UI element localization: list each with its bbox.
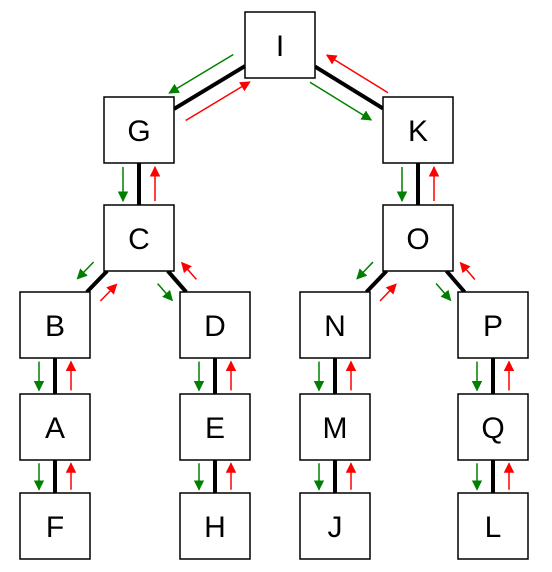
node-box	[382, 204, 454, 272]
node-label: M	[323, 412, 348, 445]
node-box	[179, 291, 251, 359]
node-box	[19, 291, 91, 359]
node-p: P	[457, 291, 529, 359]
node-box	[19, 492, 91, 560]
edge-O-P	[444, 269, 467, 294]
node-box	[457, 492, 529, 560]
node-k: K	[382, 96, 454, 164]
node-label: K	[408, 115, 428, 148]
node-label: E	[205, 412, 225, 445]
node-i: I	[244, 11, 316, 79]
node-box	[299, 291, 371, 359]
node-g: G	[103, 96, 175, 164]
node-label: P	[483, 310, 503, 343]
up-arrow-P-O	[459, 261, 476, 280]
edge-I-K	[313, 64, 385, 111]
node-d: D	[179, 291, 251, 359]
node-a: A	[19, 393, 91, 461]
node-box	[103, 204, 175, 272]
down-arrow-C-B	[76, 261, 95, 280]
node-n: N	[299, 291, 371, 359]
node-box	[457, 393, 529, 461]
node-label: G	[127, 115, 150, 148]
down-arrow-O-P	[435, 283, 452, 302]
node-q: Q	[457, 393, 529, 461]
down-arrow-O-N	[356, 261, 374, 280]
node-box	[457, 291, 529, 359]
node-label: H	[204, 511, 226, 544]
up-arrow-B-C	[99, 283, 118, 302]
edge-C-D	[166, 269, 188, 294]
down-arrow-I-K	[309, 81, 373, 121]
edge-C-B	[85, 269, 109, 294]
node-label: A	[45, 412, 65, 445]
edge-I-G	[172, 64, 247, 111]
edge-O-N	[365, 269, 388, 294]
node-b: B	[19, 291, 91, 359]
node-box	[179, 393, 251, 461]
node-c: C	[103, 204, 175, 272]
node-label: C	[128, 223, 150, 256]
node-e: E	[179, 393, 251, 461]
node-label: D	[204, 310, 226, 343]
node-j: J	[299, 492, 371, 560]
nodes-layer: I G K C O B D N P A E M Q F H J L	[19, 11, 529, 560]
node-label: L	[485, 511, 502, 544]
node-label: O	[406, 223, 429, 256]
node-box	[103, 96, 175, 164]
node-label: N	[324, 310, 346, 343]
arrows-layer	[33, 53, 515, 491]
node-l: L	[457, 492, 529, 560]
node-box	[244, 11, 316, 79]
up-arrow-N-O	[379, 283, 397, 302]
up-arrow-G-I	[185, 81, 251, 122]
node-m: M	[299, 393, 371, 461]
node-box	[19, 393, 91, 461]
node-box	[299, 492, 371, 560]
up-arrow-K-I	[325, 54, 389, 94]
up-arrow-D-C	[181, 261, 197, 280]
edges-layer	[53, 64, 495, 493]
node-f: F	[19, 492, 91, 560]
node-box	[179, 492, 251, 560]
node-h: H	[179, 492, 251, 560]
node-label: J	[328, 511, 343, 544]
node-o: O	[382, 204, 454, 272]
down-arrow-I-G	[168, 53, 234, 94]
node-label: I	[276, 30, 284, 63]
node-label: Q	[481, 412, 504, 445]
node-box	[299, 393, 371, 461]
node-box	[382, 96, 454, 164]
down-arrow-C-D	[157, 283, 173, 302]
node-label: B	[45, 310, 65, 343]
node-label: F	[46, 511, 64, 544]
